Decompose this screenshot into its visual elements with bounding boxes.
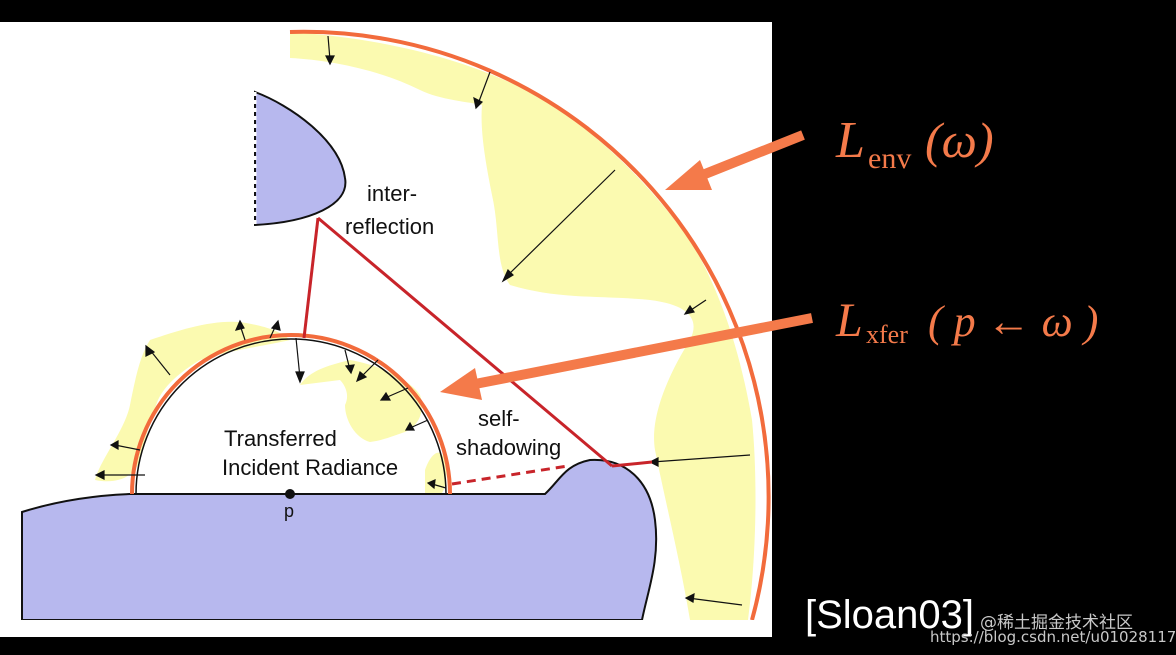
watermark-line2: https://blog.csdn.net/u010281174 xyxy=(930,628,1176,646)
hemisphere-arc xyxy=(130,333,452,495)
pointer-arrows xyxy=(440,130,813,400)
citation: [Sloan03] xyxy=(805,593,974,637)
env-radiance-arrows xyxy=(325,35,751,606)
label-point-p: p xyxy=(284,501,294,521)
label-selfshadow-1: self- xyxy=(478,406,520,431)
hemisphere-inner xyxy=(135,338,447,495)
eq-xfer-arg: ( p ← ω ) xyxy=(928,297,1098,346)
label-transferred-2: Incident Radiance xyxy=(222,455,398,480)
env-radiance-lobes xyxy=(290,32,756,620)
equation-l-xfer: L xfer ( p ← ω ) xyxy=(835,294,1098,349)
light-rays xyxy=(302,216,653,486)
eq-env-arg: (ω) xyxy=(925,112,994,168)
equation-l-env: L env (ω) xyxy=(835,112,994,175)
eq-env-symbol: L xyxy=(835,112,865,169)
hemisphere-arrows xyxy=(94,319,447,490)
label-selfshadow-2: shadowing xyxy=(456,435,561,460)
watermark-line1: @稀土掘金技术社区 xyxy=(980,613,1133,633)
eq-xfer-symbol: L xyxy=(835,294,863,347)
surface-ground xyxy=(21,458,658,621)
occluder-object xyxy=(254,90,347,227)
eq-xfer-sub: xfer xyxy=(866,320,908,349)
label-interreflection-2: reflection xyxy=(345,214,434,239)
label-transferred-1: Transferred xyxy=(224,426,337,451)
environment-sphere-arc xyxy=(289,29,771,621)
eq-env-sub: env xyxy=(868,142,911,175)
surface-bottom-edge xyxy=(0,620,772,637)
point-p-marker xyxy=(285,489,295,499)
label-interreflection-1: inter- xyxy=(367,181,417,206)
transferred-radiance-lobes xyxy=(95,321,422,482)
